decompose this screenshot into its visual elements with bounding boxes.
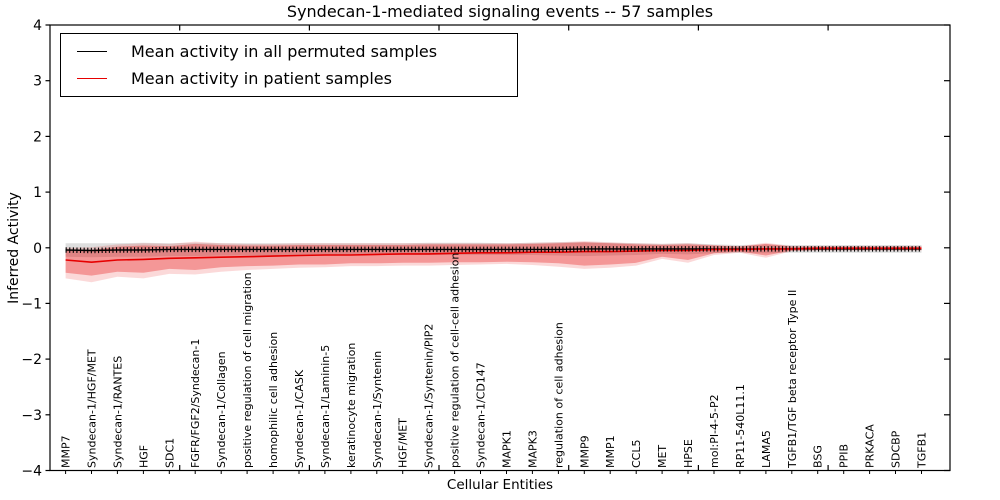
x-category-label: MMP1	[604, 435, 617, 468]
y-tick-label: −4	[21, 464, 42, 480]
x-category-label: RP11-540L11.1	[734, 384, 747, 468]
y-tick-label: 1	[33, 185, 42, 201]
y-tick-label: −1	[21, 296, 42, 312]
x-category-label: Syndecan-1/RANTES	[111, 356, 124, 468]
x-category-label: MMP9	[578, 435, 591, 468]
x-axis-label: Cellular Entities	[446, 477, 554, 493]
x-category-label: Syndecan-1/CASK	[293, 369, 306, 468]
x-category-label: Syndecan-1/Syntenin	[371, 351, 384, 468]
x-category-label: HGF	[137, 445, 150, 468]
legend-item-patient: Mean activity in patient samples	[77, 69, 517, 88]
x-category-label: HPSE	[682, 439, 695, 468]
legend-label-patient: Mean activity in patient samples	[131, 69, 392, 88]
x-category-label: homophilic cell adhesion	[267, 332, 280, 468]
x-category-label: FGFR/FGF2/Syndecan-1	[189, 339, 202, 468]
x-category-label: LAMA5	[760, 430, 773, 468]
x-category-label: positive regulation of cell migration	[241, 272, 254, 468]
x-category-label: Syndecan-1/Collagen	[215, 351, 228, 468]
x-category-label: PRKACA	[864, 424, 877, 468]
permuted-line-tick-markers	[65, 246, 922, 254]
y-axis-label: Inferred Activity	[6, 192, 22, 304]
x-category-label: PPIB	[838, 444, 851, 468]
y-tick-label: −3	[21, 408, 42, 424]
x-category-label: MET	[656, 445, 669, 468]
x-category-label: TGFB1	[916, 432, 929, 469]
x-category-label: MAPK3	[526, 430, 539, 468]
x-category-label: keratinocyte migration	[345, 343, 358, 468]
x-category-label: BSG	[812, 445, 825, 468]
legend-label-permuted: Mean activity in all permuted samples	[131, 42, 438, 61]
x-category-label: TGFB1/TGF beta receptor Type II	[786, 290, 799, 469]
x-category-label: SDC1	[163, 438, 176, 468]
legend: Mean activity in all permuted samples Me…	[60, 33, 518, 97]
x-category-label: mol:PI-4-5-P2	[708, 394, 721, 468]
patient-band-outer	[65, 241, 922, 283]
patient-band-inner	[65, 242, 922, 276]
x-category-label: Syndecan-1/Syntenin/PIP2	[423, 324, 436, 468]
y-tick-label: 3	[33, 74, 42, 90]
y-tick-label: 2	[33, 129, 42, 145]
patient-line-swatch	[77, 78, 107, 79]
x-category-label: Syndecan-1/HGF/MET	[86, 349, 99, 468]
permuted-line-swatch	[77, 51, 107, 52]
x-category-label: SDCBP	[890, 430, 903, 468]
x-category-label: positive regulation of cell-cell adhesio…	[449, 253, 462, 468]
x-category-label: Syndecan-1/Laminin-5	[319, 345, 332, 468]
x-category-label: MAPK1	[501, 430, 514, 468]
x-category-label: Syndecan-1/CD147	[475, 362, 488, 468]
y-tick-label: 0	[33, 241, 42, 257]
x-category-label: CCL5	[630, 440, 643, 469]
x-category-label: regulation of cell adhesion	[552, 322, 565, 468]
chart-title: Syndecan-1-mediated signaling events -- …	[286, 2, 714, 21]
y-tick-label: −2	[21, 352, 42, 368]
x-category-label: MMP7	[60, 435, 73, 468]
x-category-label: HGF/MET	[397, 418, 410, 468]
legend-item-permuted: Mean activity in all permuted samples	[77, 42, 517, 61]
y-tick-label: 4	[33, 18, 42, 34]
